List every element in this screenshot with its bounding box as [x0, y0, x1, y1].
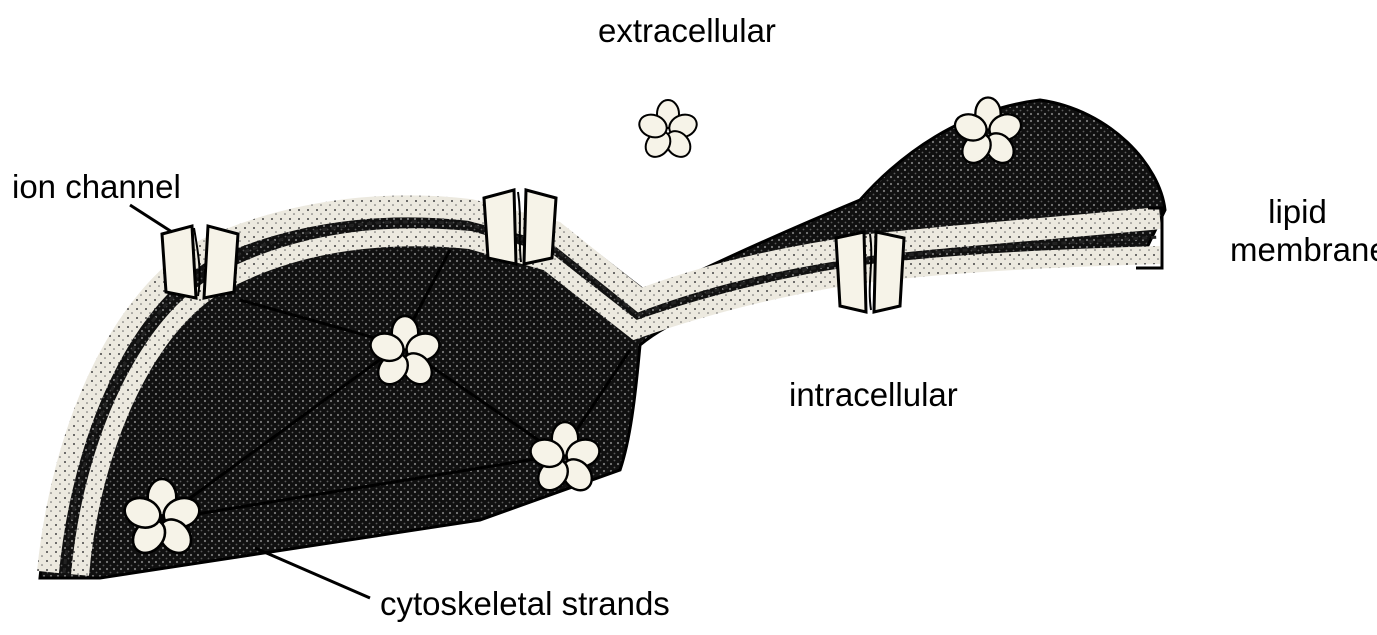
ion-channel-3: [836, 232, 904, 312]
lipid-label-line1: lipid: [1230, 193, 1365, 231]
membrane-protein-1: [636, 100, 700, 162]
intracellular-label: intracellular: [789, 376, 958, 414]
cytoskeletal-leader: [255, 548, 370, 598]
ion-channel-2: [484, 190, 556, 264]
lipid-label-line2: membrane: [1230, 231, 1365, 269]
extracellular-label: extracellular: [598, 12, 776, 50]
lipid-membrane-label: lipid membrane: [1230, 193, 1365, 269]
ion-channel-leader: [130, 205, 172, 232]
membrane-sheet: [40, 100, 1165, 578]
ion-channel-label: ion channel: [12, 168, 181, 206]
cytoskeletal-strands-label: cytoskeletal strands: [380, 585, 670, 623]
